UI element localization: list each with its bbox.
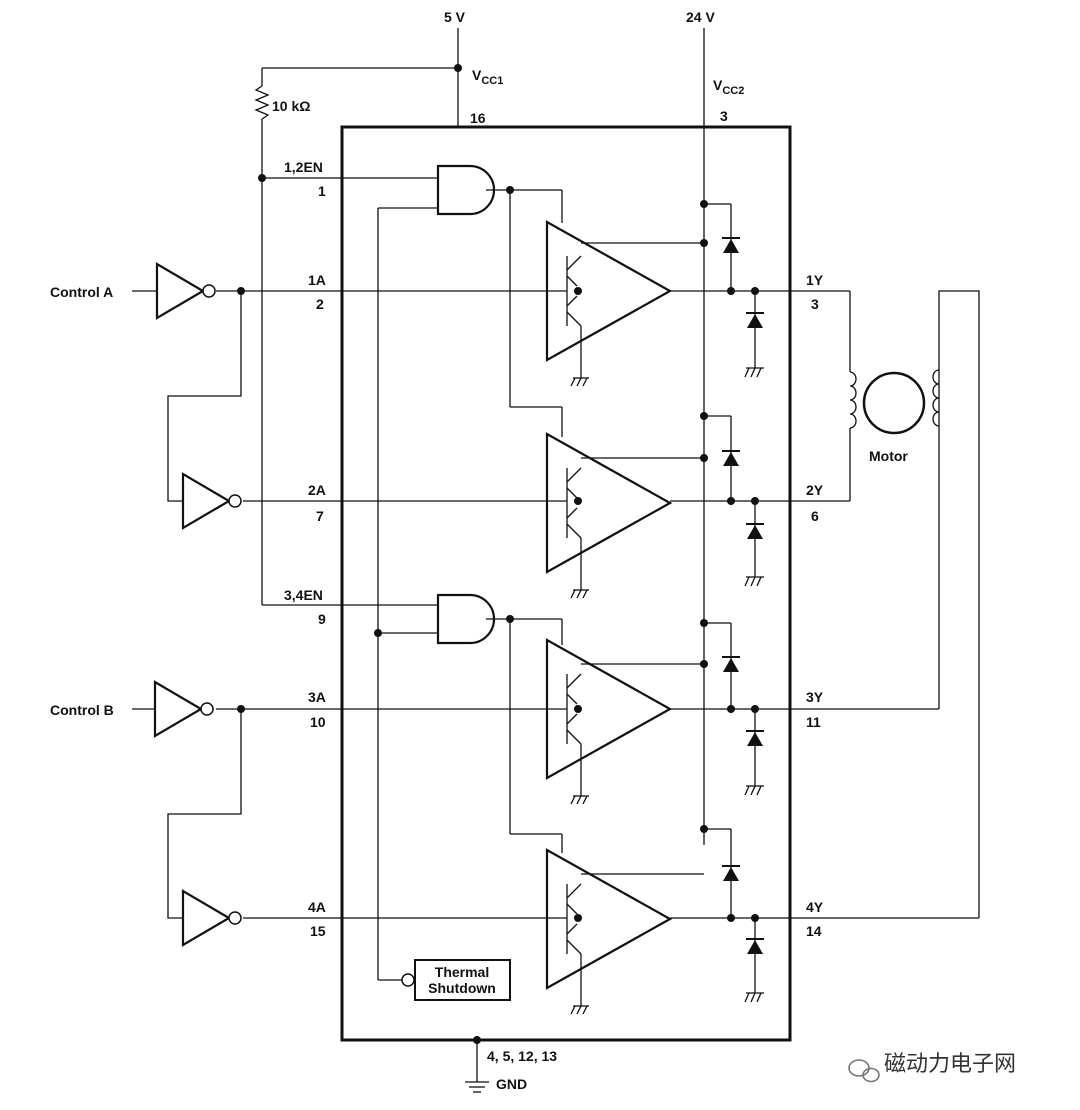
vcc1-voltage: 5 V — [444, 9, 466, 25]
output-1y-label: 1Y — [806, 272, 824, 288]
inverter-control-b — [153, 680, 215, 738]
input-4a-label: 4A — [308, 899, 326, 915]
vcc2-voltage: 24 V — [686, 9, 715, 25]
output-2y-pin: 6 — [811, 508, 819, 524]
inverter-2a — [181, 472, 243, 530]
input-4a-pin: 15 — [310, 923, 326, 939]
output-4y-pin: 14 — [806, 923, 822, 939]
output-1y-pin: 3 — [811, 296, 819, 312]
wechat-icon — [848, 1059, 880, 1083]
gnd-pins: 4, 5, 12, 13 — [487, 1048, 557, 1064]
driver-1 — [545, 220, 672, 388]
en34-label: 3,4EN — [284, 587, 323, 603]
motor-coil-right — [932, 369, 940, 427]
motor-coil-left — [849, 371, 857, 429]
en34-pin: 9 — [318, 611, 326, 627]
output-2y-label: 2Y — [806, 482, 824, 498]
input-1a-label: 1A — [308, 272, 326, 288]
input-3a-label: 3A — [308, 689, 326, 705]
input-3a-pin: 10 — [310, 714, 326, 730]
ic-package-outline — [340, 125, 792, 1042]
vcc1-label: VCC1 — [472, 67, 503, 87]
en12-pin: 1 — [318, 183, 326, 199]
vcc2-label: VCC2 — [713, 77, 744, 97]
inverter-control-a — [155, 262, 217, 320]
input-1a-pin: 2 — [316, 296, 324, 312]
output-3y-pin: 11 — [806, 714, 821, 730]
pin-vcc2: 3 — [720, 108, 728, 124]
control-a-label: Control A — [50, 284, 113, 300]
en12-label: 1,2EN — [284, 159, 323, 175]
thermal-label-2: Shutdown — [428, 980, 496, 996]
thermal-label-1: Thermal — [435, 964, 489, 980]
output-4y-label: 4Y — [806, 899, 824, 915]
pullup-resistor — [254, 85, 270, 120]
pin-vcc1: 16 — [470, 110, 486, 126]
input-2a-pin: 7 — [316, 508, 324, 524]
watermark-text: 磁动力电子网 — [884, 1052, 1016, 1077]
junction-dot — [454, 64, 462, 72]
and-gate-34 — [436, 593, 496, 645]
and-gate-12 — [436, 164, 496, 216]
input-2a-label: 2A — [308, 482, 326, 498]
motor-label: Motor — [869, 448, 908, 464]
gnd-label: GND — [496, 1076, 527, 1092]
resistor-label: 10 kΩ — [272, 98, 310, 114]
motor-symbol — [862, 371, 926, 435]
thermal-shutdown-box — [414, 959, 511, 1001]
control-b-label: Control B — [50, 702, 114, 718]
inverter-4a — [181, 889, 243, 947]
output-3y-label: 3Y — [806, 689, 824, 705]
